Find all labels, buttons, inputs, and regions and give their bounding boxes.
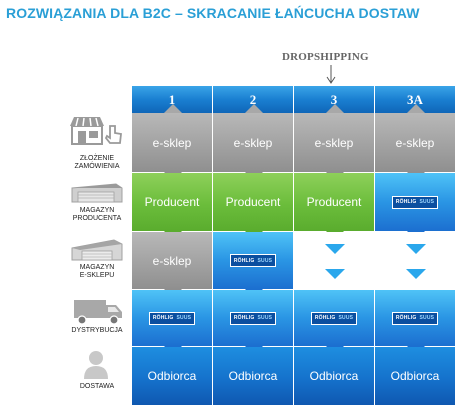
producer-warehouse-icon [66,178,126,209]
cell-label: Producent [144,195,200,209]
down-arrow-icon [405,268,426,279]
cell-r2-c3: Producent [294,173,375,232]
header-notch [325,104,344,113]
cell-r5-c2: Odbiorca [213,347,294,406]
logo-text-suus: SUUS [338,315,354,321]
logo-text-rohlig: RÖHLIG [314,315,336,321]
shop-warehouse-icon [66,236,126,267]
down-arrow-icon [324,244,345,255]
header-notch [244,104,263,113]
cell-r3-c3 [294,232,375,290]
cell-r3-c1: e-sklep [132,232,213,290]
cell-r2-c2: Producent [213,173,294,232]
cell-label: e-sklep [233,135,273,150]
header-notch [163,104,182,113]
truck-icon [66,296,126,331]
row-label-3: MAGAZYN E-SKLEPU [79,264,115,279]
cell-r3-c4 [375,232,456,290]
cell-label: Odbiorca [309,369,359,383]
logo-text-rohlig: RÖHLIG [395,199,417,205]
logo-text-suus: SUUS [419,315,435,321]
person-icon [66,349,126,384]
logo-text-rohlig: RÖHLIG [152,315,174,321]
logo-text-rohlig: RÖHLIG [233,257,255,264]
logo-text-suus: SUUS [257,315,273,321]
cell-label: e-sklep [395,135,435,150]
page-title: ROZWIĄZANIA DLA B2C – SKRACANIE ŁAŃCUCHA… [6,5,420,21]
cell-r1-c3: e-sklep [294,113,375,173]
header-notch [406,104,425,113]
dropshipping-label: DROPSHIPPING [282,51,369,63]
cell-r1-c1: e-sklep [132,113,213,173]
cell-r5-c1: Odbiorca [132,347,213,406]
cell-label: Odbiorca [147,369,197,383]
row-label-2: MAGAZYN PRODUCENTA [72,207,122,222]
logo-text-suus: SUUS [257,257,273,264]
cell-label: e-sklep [152,253,192,268]
logo-text-suus: SUUS [419,199,435,205]
down-arrow-icon [324,268,345,279]
cell-label: Odbiorca [390,369,440,383]
down-arrow-icon [326,65,336,84]
cell-label: Producent [225,195,281,209]
row-label-5: DOSTAWA [79,383,115,390]
logo-text-rohlig: RÖHLIG [233,315,255,321]
shop-icon [66,114,126,151]
cell-r1-c2: e-sklep [213,113,294,173]
row-label-4: DYSTRYBUCJA [71,327,123,334]
cell-r2-c1: Producent [132,173,213,232]
cell-r5-c4: Odbiorca [375,347,456,406]
logo-text-suus: SUUS [176,315,192,321]
cell-label: e-sklep [314,135,354,150]
logo-text-rohlig: RÖHLIG [395,315,417,321]
row-label-1: ZŁOŻENIE ZAMÓWIENIA [74,155,120,170]
down-arrow-icon [405,244,426,255]
cell-r5-c3: Odbiorca [294,347,375,406]
cell-label: e-sklep [152,135,192,150]
cell-label: Odbiorca [228,369,278,383]
cell-r1-c4: e-sklep [375,113,456,173]
cell-label: Producent [306,195,362,209]
